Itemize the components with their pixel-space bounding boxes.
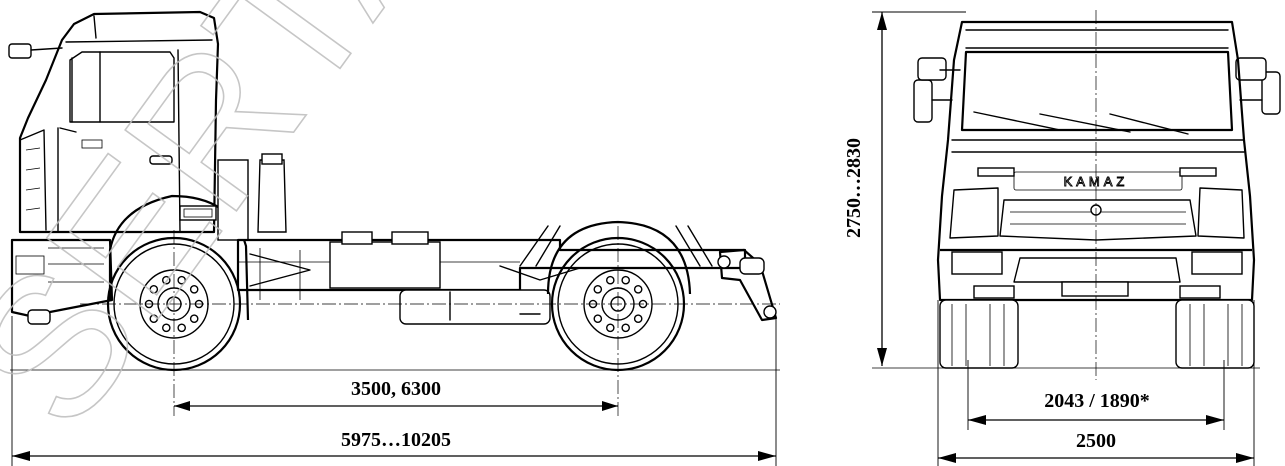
side-bumper [10,238,114,325]
wheel-lug-nut [606,275,615,285]
wheel-lug-nut [621,275,631,285]
side-mirror [8,43,63,59]
wheel-lug-nut [593,314,603,324]
wheel-lug-nut [593,284,603,294]
front-wheel-right [1175,299,1255,369]
overall-length-label: 5975…10205 [341,429,451,451]
wheel-lug-nut [149,314,159,324]
wheel-lug-nut [621,323,631,333]
wheel-lug-nut [189,284,199,294]
wheel-lug-nut [633,314,643,324]
side-exhaust [217,153,287,241]
front-view [872,10,1281,380]
wheel-lug-nut [606,323,615,333]
front-mirror-left [913,57,961,123]
wheel-lug-nut [177,275,186,285]
side-frame [236,225,778,325]
front-cab [936,20,1256,302]
side-view [8,10,780,416]
front-mirror-right [1235,57,1281,115]
wheel-lug-nut [161,275,171,285]
front-wheel-left [939,299,1019,369]
wheel-lug-nut [149,284,159,294]
wheel-lug-nut [633,284,643,294]
dimension-lines [11,11,1255,466]
wheel-lug-nut [161,323,171,333]
track-width-label: 2043 / 1890* [1044,390,1150,412]
rear-wheel-side [546,220,692,372]
overall-width-label: 2500 [1076,430,1116,452]
wheel-lug-nut [177,323,186,333]
overall-height-label: 2750…2830 [843,138,865,238]
kamaz-badge: KAMAZ [1064,174,1129,189]
side-cab [18,10,220,234]
wheelbase-label: 3500, 6300 [351,378,441,400]
wheel-lug-nut [189,314,199,324]
